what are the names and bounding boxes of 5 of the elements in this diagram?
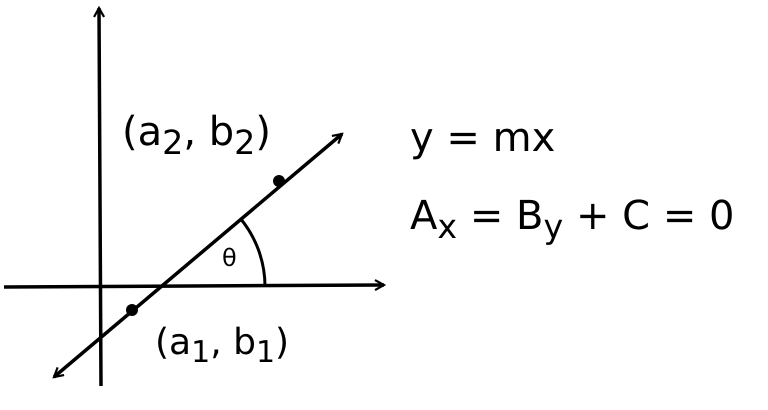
equation: A$_{x}$ = B$_{y}$ + C = 0 <box>410 196 735 244</box>
point-label: (a$_{2}$, b$_{2}$) <box>122 112 271 160</box>
angle-label: θ <box>222 246 237 270</box>
point-label: (a$_{1}$, b$_{1}$) <box>155 325 290 368</box>
equation: y = mx <box>410 118 556 158</box>
